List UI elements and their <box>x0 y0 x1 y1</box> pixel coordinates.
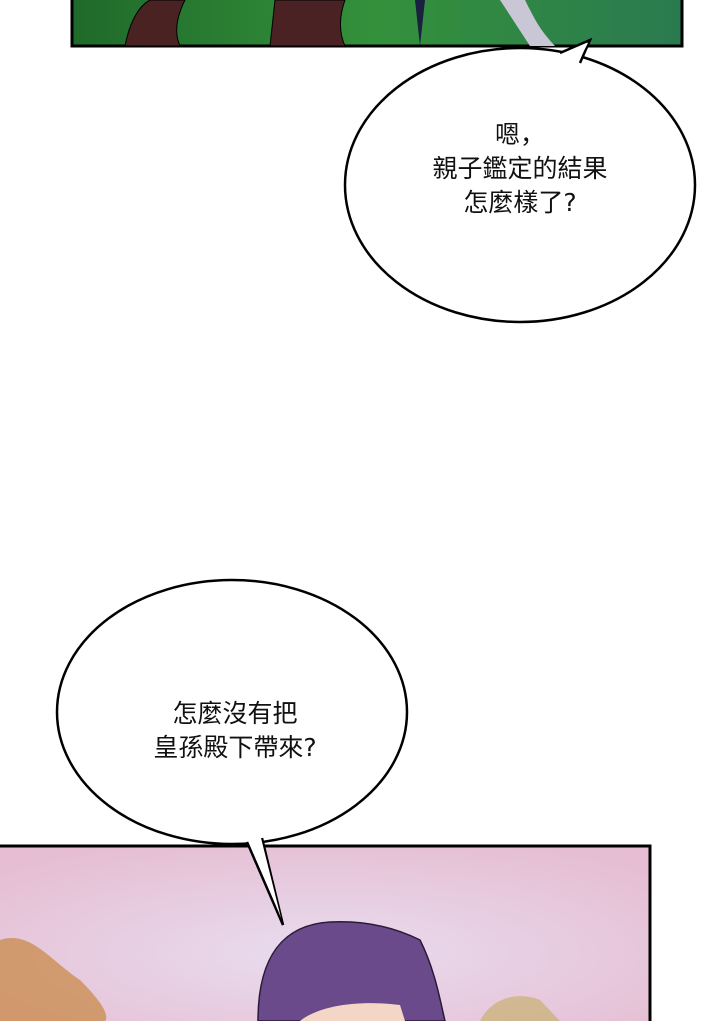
character-hair <box>257 920 446 1021</box>
speech-bubble-2-text: 怎麼沒有把 皇孫殿下帶來? <box>110 697 360 765</box>
speech-bubble-2-shape <box>55 578 409 926</box>
speech-bubble-1-text: 嗯， 親子鑑定的結果 怎麼樣了? <box>400 118 640 220</box>
dialogue-line: 皇孫殿下帶來? <box>153 733 317 762</box>
dialogue-line: 親子鑑定的結果 <box>432 154 608 183</box>
top-panel <box>70 0 684 48</box>
dialogue-line: 怎麼樣了? <box>463 188 577 217</box>
bottom-panel <box>0 844 652 1021</box>
dialogue-line: 嗯， <box>494 120 545 149</box>
speech-bubble-1-shape <box>343 37 697 324</box>
dialogue-line: 怎麼沒有把 <box>172 699 298 728</box>
